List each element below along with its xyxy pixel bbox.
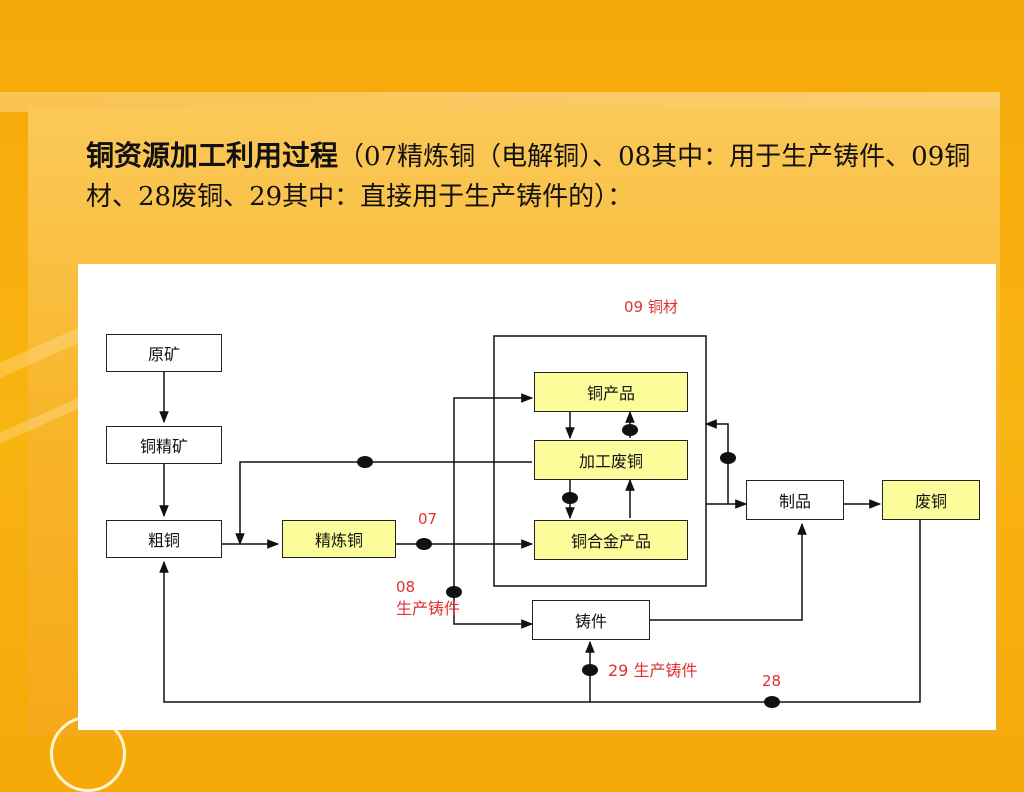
flow-dot-29 — [582, 664, 598, 676]
title-rest: （07精炼铜（电解铜）、08其中：用于生产铸件、09铜材、28废铜、29其中：直… — [86, 142, 971, 212]
node-refined-copper: 精炼铜 — [282, 520, 396, 558]
node-products: 制品 — [746, 480, 844, 520]
flow-dot-08 — [446, 586, 462, 598]
label-08-casting-production: 生产铸件 — [396, 599, 461, 618]
node-copper-products: 铜产品 — [534, 372, 688, 412]
node-alloy-products: 铜合金产品 — [534, 520, 688, 560]
arrow-scrap-to-blister — [235, 461, 532, 546]
node-concentrate: 铜精矿 — [106, 426, 222, 464]
connector-layer — [159, 335, 921, 708]
background-band — [0, 92, 1000, 112]
node-processing-scrap: 加工废铜 — [534, 440, 688, 480]
slide-title: 铜资源加工利用过程（07精炼铜（电解铜）、08其中：用于生产铸件、09铜材、28… — [86, 136, 986, 217]
arrow-refined-to-copper-products — [453, 393, 534, 544]
title-bold: 铜资源加工利用过程 — [86, 139, 339, 172]
label-09-copper-material: 09 铜材 — [624, 298, 678, 316]
flow-dot-28 — [764, 696, 780, 708]
arrow-products-feedback — [704, 419, 729, 504]
label-07: 07 — [418, 510, 438, 528]
arrow-refined-to-castings — [453, 544, 534, 629]
flow-dot — [622, 424, 638, 436]
label-08: 08 — [396, 578, 416, 596]
copper-material-enclosure — [493, 335, 707, 587]
flow-diagram: 原矿 铜精矿 粗铜 精炼铜 铜产品 加工废铜 铜合金产品 制品 废铜 铸件 09… — [78, 264, 996, 730]
node-scrap-copper: 废铜 — [882, 480, 980, 520]
node-ore: 原矿 — [106, 334, 222, 372]
flow-dot — [357, 456, 373, 468]
label-28: 28 — [762, 672, 782, 690]
flow-dot-07 — [416, 538, 432, 550]
arrow-scrap-to-blister-return — [159, 518, 921, 703]
flow-dot — [562, 492, 578, 504]
node-castings: 铸件 — [532, 600, 650, 640]
flow-dot — [720, 452, 736, 464]
label-29-casting-production: 29 生产铸件 — [608, 661, 698, 680]
arrow-castings-to-products — [650, 522, 807, 621]
node-blister-copper: 粗铜 — [106, 520, 222, 558]
